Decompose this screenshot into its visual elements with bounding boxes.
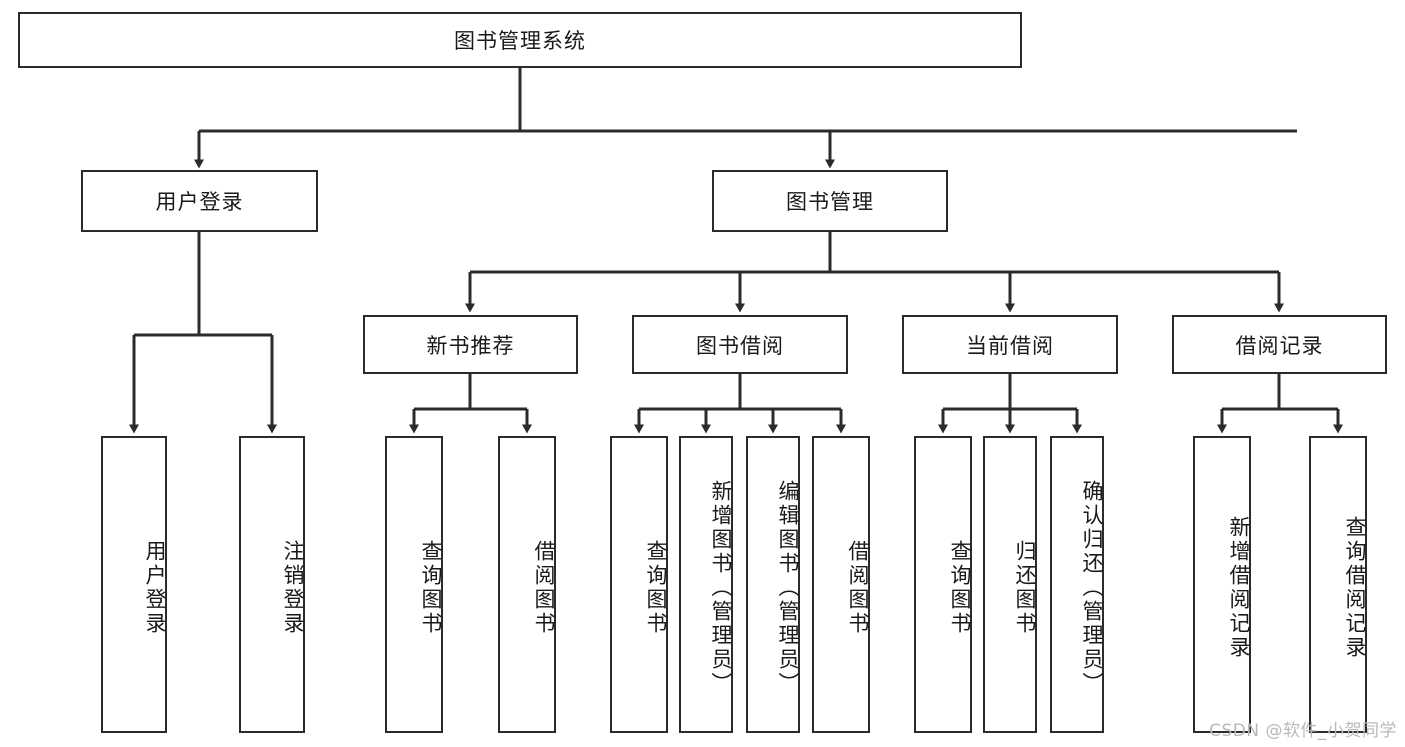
leaf-new-book-query[interactable]: 查询图书 bbox=[385, 436, 443, 733]
node-label: 借阅图书 bbox=[532, 539, 556, 636]
node-label: 新增借阅记录 bbox=[1227, 515, 1251, 660]
node-label: 查询图书 bbox=[948, 539, 972, 636]
node-new-book-recommend[interactable]: 新书推荐 bbox=[363, 315, 578, 374]
node-label: 当前借阅 bbox=[966, 333, 1054, 358]
leaf-user-login-login[interactable]: 用户登录 bbox=[101, 436, 167, 733]
node-label: 查询借阅记录 bbox=[1343, 515, 1367, 660]
node-book-borrow[interactable]: 图书借阅 bbox=[632, 315, 848, 374]
leaf-user-login-logout[interactable]: 注销登录 bbox=[239, 436, 305, 733]
leaf-borrow-records-query[interactable]: 查询借阅记录 bbox=[1309, 436, 1367, 733]
node-label: 编辑图书（管理员） bbox=[776, 479, 800, 696]
node-book-management[interactable]: 图书管理 bbox=[712, 170, 948, 232]
node-label: 查询图书 bbox=[644, 539, 668, 636]
leaf-borrow-records-add[interactable]: 新增借阅记录 bbox=[1193, 436, 1251, 733]
node-label: 用户登录 bbox=[155, 190, 244, 214]
node-label: 用户登录 bbox=[143, 539, 167, 636]
leaf-current-borrow-return[interactable]: 归还图书 bbox=[983, 436, 1037, 733]
node-user-login[interactable]: 用户登录 bbox=[81, 170, 318, 232]
node-root-system[interactable]: 图书管理系统 bbox=[18, 12, 1022, 68]
node-label: 新书推荐 bbox=[426, 333, 515, 358]
node-label: 借阅图书 bbox=[846, 539, 870, 636]
leaf-current-borrow-confirm-return[interactable]: 确认归还（管理员） bbox=[1050, 436, 1104, 733]
node-label: 查询图书 bbox=[419, 539, 443, 636]
leaf-book-borrow-query[interactable]: 查询图书 bbox=[610, 436, 668, 733]
node-current-borrow[interactable]: 当前借阅 bbox=[902, 315, 1118, 374]
leaf-new-book-borrow[interactable]: 借阅图书 bbox=[498, 436, 556, 733]
node-label: 新增图书（管理员） bbox=[709, 479, 733, 696]
leaf-book-borrow-add[interactable]: 新增图书（管理员） bbox=[679, 436, 733, 733]
leaf-book-borrow-borrow[interactable]: 借阅图书 bbox=[812, 436, 870, 733]
node-label: 图书管理 bbox=[786, 190, 874, 214]
node-label: 归还图书 bbox=[1013, 539, 1037, 636]
leaf-book-borrow-edit[interactable]: 编辑图书（管理员） bbox=[746, 436, 800, 733]
node-label: 注销登录 bbox=[281, 539, 305, 636]
node-label: 借阅记录 bbox=[1235, 333, 1324, 358]
node-label: 图书借阅 bbox=[696, 333, 784, 358]
node-label: 确认归还（管理员） bbox=[1080, 479, 1104, 696]
node-label: 图书管理系统 bbox=[454, 29, 586, 53]
node-borrow-records[interactable]: 借阅记录 bbox=[1172, 315, 1387, 374]
leaf-current-borrow-query[interactable]: 查询图书 bbox=[914, 436, 972, 733]
